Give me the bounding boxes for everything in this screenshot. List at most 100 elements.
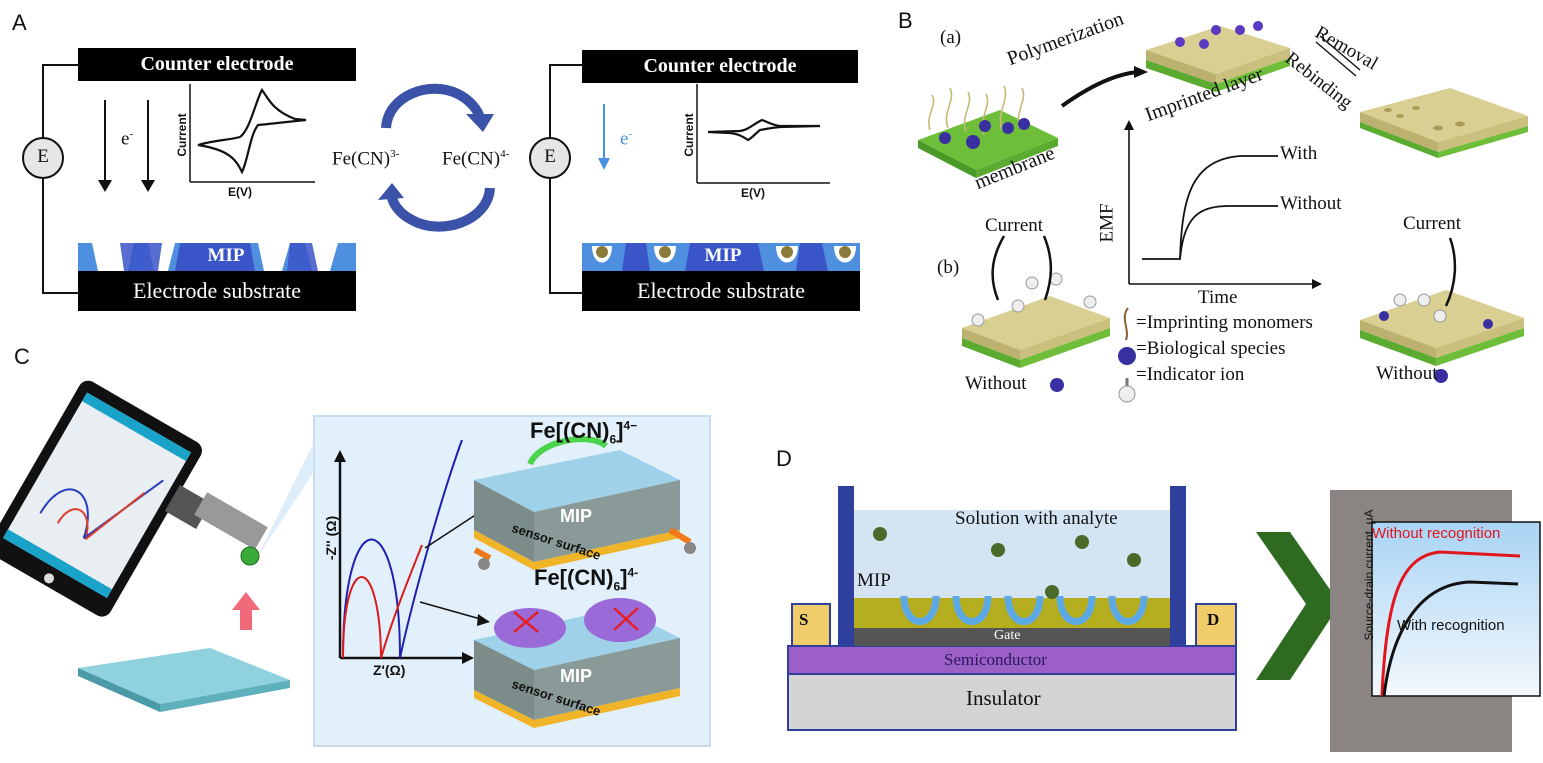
protein-icon (584, 598, 656, 642)
current-arrow-icon (1042, 235, 1053, 301)
eis-curve-blue (342, 439, 463, 659)
curve-without-recognition (1380, 550, 1521, 697)
current-label-left: Current (985, 215, 1044, 236)
electron-arrow-icon (141, 180, 155, 192)
panel-c-diagram (0, 380, 711, 747)
current-arrow-icon (1444, 237, 1457, 307)
mip-block-top (473, 436, 696, 570)
circuit-wire-left (42, 64, 78, 294)
analyte-icon (839, 246, 851, 258)
panel-label-c: C (14, 344, 30, 369)
analyte-icon (1127, 553, 1141, 567)
electron-out-arrow-icon (668, 527, 692, 545)
gate-label: Gate (994, 628, 1021, 643)
current-arrow-icon (991, 235, 1006, 301)
electron-arrow-icon (98, 180, 112, 192)
well-wall-right (1170, 486, 1186, 646)
membrane-icon (918, 85, 1058, 178)
sample-pad-icon (78, 648, 290, 704)
imprinted-layer-icon (1146, 21, 1290, 92)
curve-with-label: With (1280, 143, 1318, 164)
cv-curve-left (197, 88, 307, 175)
label-without-recognition: Without recognition (1372, 525, 1501, 542)
plot-ylabel: Source-drain current, μA (1362, 509, 1376, 641)
drain-label: D (1207, 610, 1220, 629)
potentiostat-left-icon (22, 137, 64, 179)
curve-without-label: Without (1280, 193, 1342, 214)
analyte-icon (873, 527, 887, 541)
template-removed-layer-icon (1360, 88, 1528, 158)
emf-axis-label: EMF (1096, 203, 1118, 243)
panel-a-diagram (22, 64, 860, 294)
panel-b-diagram (918, 21, 1528, 403)
counter-electrode-left: Counter electrode (78, 48, 356, 81)
without-label-right: Without (1376, 363, 1438, 384)
legend-b: =Imprinting monomers =Biological species… (1136, 310, 1313, 388)
mip-layer-left (78, 243, 356, 271)
imprint-cavities (900, 595, 1148, 625)
mip-label-top: MIP (560, 506, 593, 526)
semiconductor-label: Semiconductor (944, 650, 1047, 669)
analyte-icon (659, 246, 671, 258)
cv-ylabel-right: Current (682, 113, 696, 157)
emf-curve-without (1179, 205, 1278, 260)
subpanel-b-label: (b) (937, 257, 960, 278)
time-axis-label: Time (1198, 287, 1238, 308)
connector-icon (164, 485, 212, 529)
curve-with-recognition (1382, 580, 1519, 697)
mip-block-bottom (474, 598, 680, 728)
analyte-icon (781, 246, 793, 258)
well-wall-left (838, 486, 854, 646)
circuit-wire-right (549, 64, 582, 294)
insulator-layer (787, 673, 1237, 731)
eis-ylabel: -Z'' (Ω) (323, 515, 339, 561)
eis-xlabel: Z'(Ω) (373, 662, 406, 678)
redox-species-ox: Fe(CN)3- (332, 148, 400, 170)
semiconductor-layer (787, 645, 1237, 675)
smartphone-icon (0, 380, 202, 617)
analyte-icon (1075, 535, 1089, 549)
biological-species-icon (1050, 378, 1064, 392)
counter-electrode-right: Counter electrode (582, 50, 858, 83)
biological-species-icon (1118, 347, 1136, 365)
polymerization-arrow-icon (1060, 70, 1139, 108)
analyte-icon (1045, 585, 1059, 599)
electron-out-arrow-icon (473, 547, 492, 561)
indicator-ion-icon (1118, 378, 1136, 403)
potentiostat-right-icon (529, 137, 571, 179)
subpanel-a-label: (a) (940, 27, 962, 48)
current-plot-area (1371, 521, 1541, 697)
potentiostat-label-right: E (544, 146, 556, 167)
mip-label-bottom: MIP (560, 666, 593, 686)
cv-plot-left (189, 84, 315, 183)
without-label-left: Without (965, 373, 1027, 394)
cv-curve-right (707, 118, 821, 142)
panel-label-d: D (776, 446, 792, 471)
label-with-recognition: With recognition (1397, 617, 1505, 634)
analyte-icon (991, 543, 1005, 557)
upward-arrow-icon (232, 592, 260, 630)
sensor-strip-icon (194, 492, 268, 550)
legend-item-monomers: =Imprinting monomers (1136, 312, 1313, 333)
cv-xlabel-right: E(V) (741, 186, 765, 200)
cv-ylabel-left: Current (175, 113, 189, 157)
analyte-molecules (873, 527, 1141, 599)
electrode-substrate-right: Electrode substrate (582, 271, 860, 311)
drain-contact (1195, 603, 1237, 647)
mip-label-d: MIP (857, 570, 891, 591)
source-contact (791, 603, 831, 647)
gate-layer (854, 628, 1170, 646)
current-label-right: Current (1403, 213, 1462, 234)
analyte-icon (596, 246, 608, 258)
sensor-layer-with-icon (1360, 237, 1524, 366)
panel-label-b: B (898, 8, 913, 33)
rebinding-arrow-icon (1315, 41, 1357, 77)
chevron-arrow-icon (1256, 532, 1340, 680)
insulator-label: Insulator (966, 686, 1041, 710)
eis-plot (334, 439, 490, 664)
sensor-layer-without-icon (962, 235, 1110, 368)
removal-arrow-icon (1319, 35, 1361, 71)
monomer-icon (1123, 307, 1129, 341)
electrode-substrate-left: Electrode substrate (78, 271, 356, 311)
electron-label-left: e- (121, 128, 134, 150)
